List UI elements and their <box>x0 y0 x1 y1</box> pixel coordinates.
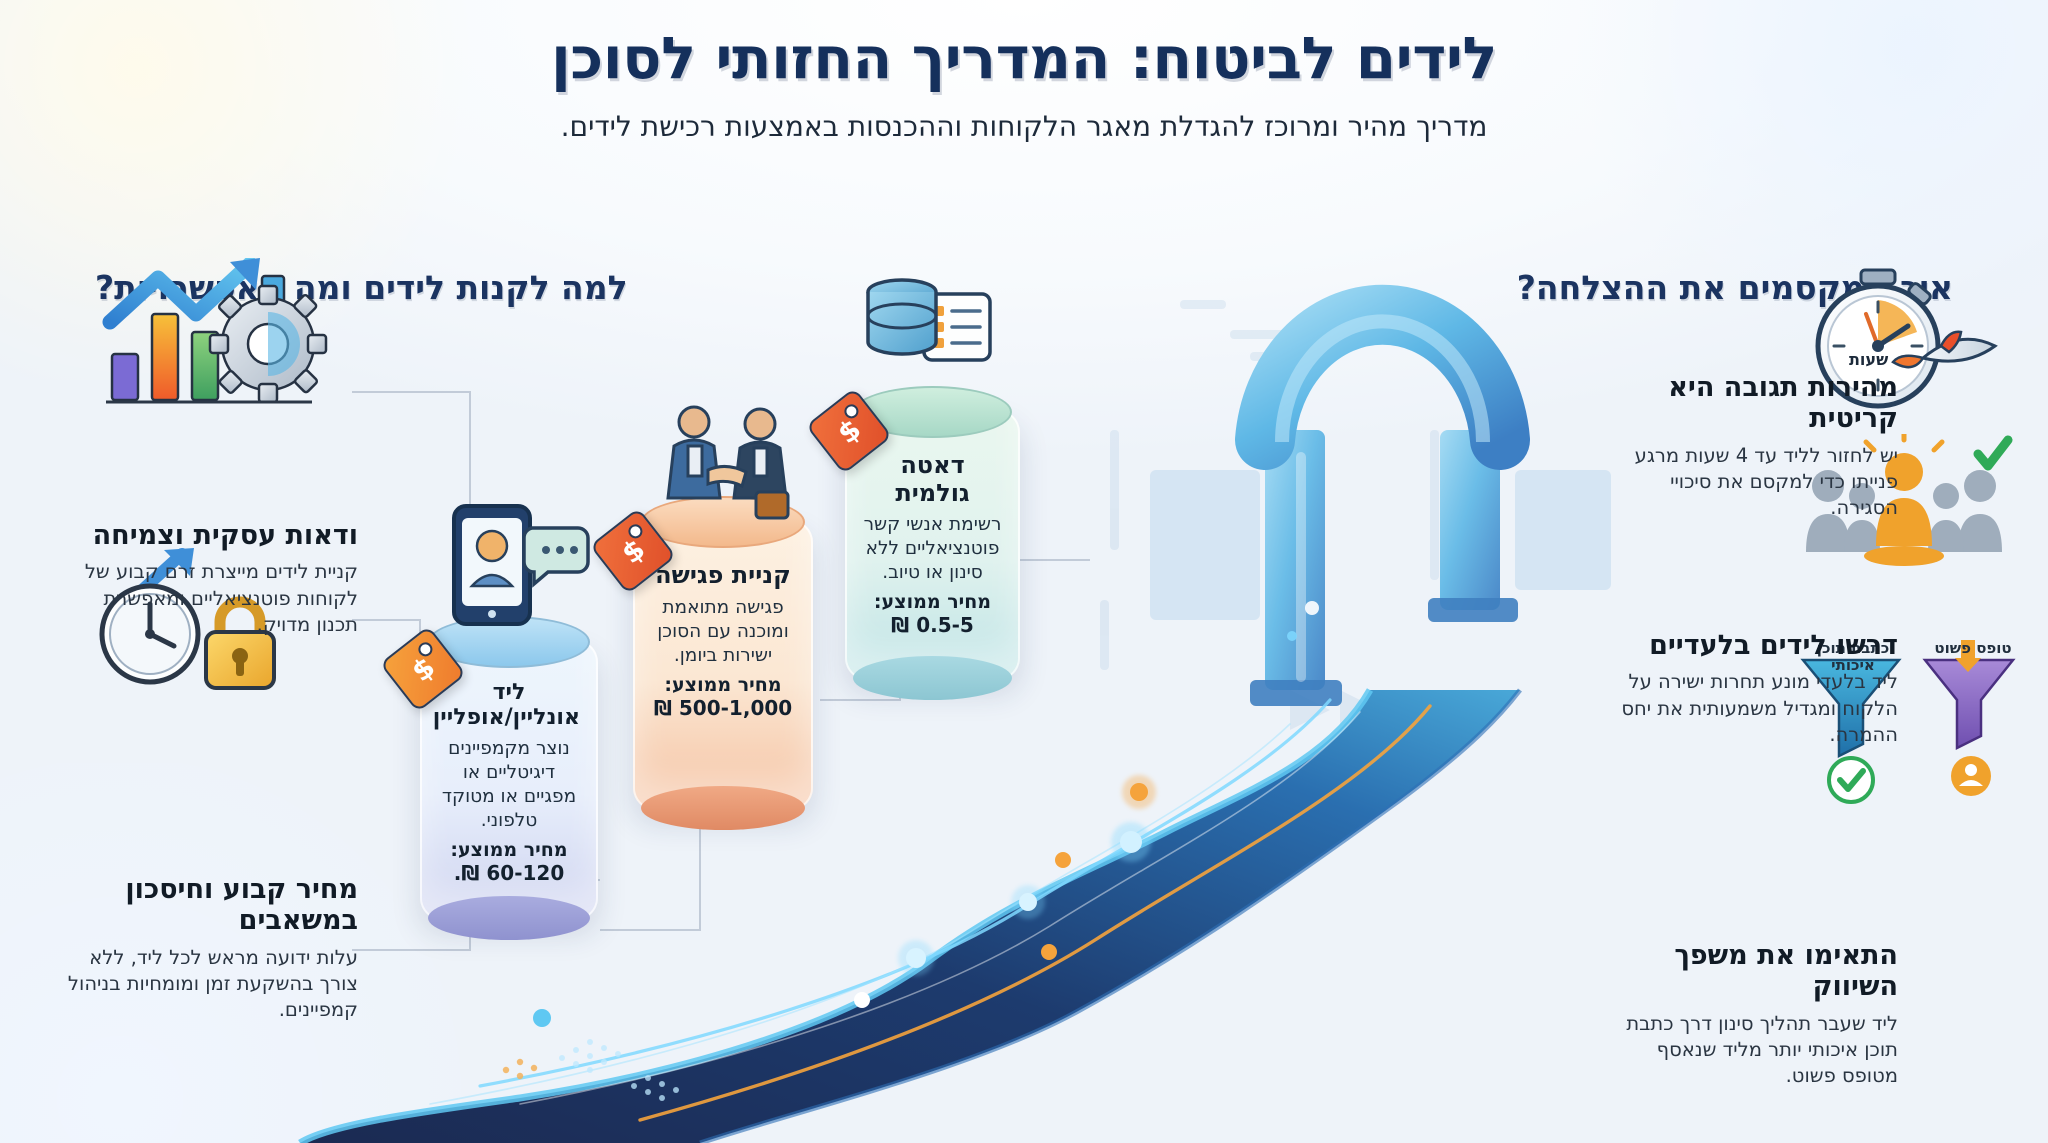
feature-body: ליד שעבר תהליך סינון דרך כתבת תוכן איכות… <box>1626 1011 1898 1088</box>
feature-block-response-speed: מהירות תגובה היא קריטית יש לחזור לליד עד… <box>1608 372 1898 522</box>
feature-body: קניית לידים מייצרת זרם קבוע של לקוחות פו… <box>84 560 358 636</box>
lead-type-card-raw-data[interactable]: דאטה גולמית רשימת אנשי קשר פוטנציאליים ל… <box>845 386 1020 700</box>
feature-block-fixed-price: מחיר קבוע וחיסכון במשאבים עלות ידועה מרא… <box>58 874 358 1024</box>
feature-body: עלות ידועה מראש לכל ליד, ללא צורך בהשקעת… <box>67 945 358 1022</box>
road-dot-matrix-orange <box>502 1058 538 1080</box>
card-title: דאטה גולמית <box>895 451 970 507</box>
growth-chart-gear-icon <box>100 256 350 413</box>
stopwatch-badge-label: שעות <box>1849 350 1889 369</box>
card-price: 60-120 ₪. <box>453 860 565 885</box>
card-price-label: מחיר ממוצע: <box>450 838 568 861</box>
card-bottom-ellipse <box>853 656 1012 700</box>
road-edge-shadow <box>699 688 1522 1143</box>
database-list-icon <box>862 272 1002 384</box>
card-price-label: מחיר ממוצע: <box>664 673 782 696</box>
card-bottom-ellipse <box>641 786 805 830</box>
arch-reflection <box>1150 470 1611 620</box>
feature-title: התאימו את משפך השיווק <box>1674 940 1898 1003</box>
card-title: ליד אונליין/אופליין <box>432 680 580 731</box>
page-subtitle: מדריך מהיר ומרוכז להגדלת מאגר הלקוחות וה… <box>560 109 1488 143</box>
card-body: רשימת אנשי קשר פוטנציאליים ללא סינון או … <box>863 514 1002 584</box>
card-price-label: מחיר ממוצע: <box>873 591 992 614</box>
header: לידים לביטוח: המדריך החזותי לסוכן מדריך … <box>0 26 2048 145</box>
feature-title: מהירות תגובה היא קריטית <box>1668 372 1898 435</box>
gateway-arch <box>1235 284 1530 706</box>
road-dot-matrix <box>559 1039 679 1101</box>
feature-body: ליד בלעדי מונע תחרות ישירה על הלקוח ומגד… <box>1621 670 1898 746</box>
card-title: קניית פגישה <box>655 561 791 589</box>
marketing-funnel-icon <box>1793 640 2028 820</box>
data-stream-lines <box>429 698 1432 1122</box>
road-surface <box>300 690 1520 1143</box>
stopwatch-icon: שעות <box>1803 262 2028 412</box>
feature-title: מחיר קבוע וחיסכון במשאבים <box>125 874 358 937</box>
feature-block-exclusive-leads: דרשו לידים בלעדיים ליד בלעדי מונע תחרות … <box>1608 630 1898 748</box>
card-price: 500-1,000 ₪ <box>653 695 793 720</box>
feature-title: ודאות עסקית וצמיחה <box>92 520 358 551</box>
handshake-icon <box>652 400 802 534</box>
page-title: לידים לביטוח: המדריך החזותי לסוכן <box>551 24 1498 92</box>
feature-block-marketing-funnel: התאימו את משפך השיווק ליד שעבר תהליך סינ… <box>1608 940 1898 1090</box>
card-body: פגישה מתואמת ומוכנה עם הסוכן ישירות ביומ… <box>657 596 789 666</box>
exclusive-people-icon <box>1790 427 2020 584</box>
funnel-label-simple: טופס פשוט <box>1934 639 2012 657</box>
clock-lock-icon <box>90 548 300 698</box>
data-nodes <box>533 601 1319 1027</box>
card-price: 0.5-5 ₪ <box>891 613 974 638</box>
card-bottom-ellipse <box>428 896 590 940</box>
phone-chat-icon <box>440 500 590 634</box>
funnel-label-quality: כתבת תוכן איכותי <box>1816 639 1890 675</box>
feature-title: דרשו לידים בלעדיים <box>1649 630 1898 661</box>
feature-block-growth: ודאות עסקית וצמיחה קניית לידים מייצרת זר… <box>58 520 358 638</box>
card-body: נוצר מקמפיינים דיגיטליים או מפגיים או מט… <box>441 737 577 831</box>
lead-type-card-meeting[interactable]: קניית פגישה פגישה מתואמת ומוכנה עם הסוכן… <box>633 496 813 830</box>
feature-body: יש לחזור לליד עד 4 שעות מרגע פנייתו כדי … <box>1634 443 1898 520</box>
